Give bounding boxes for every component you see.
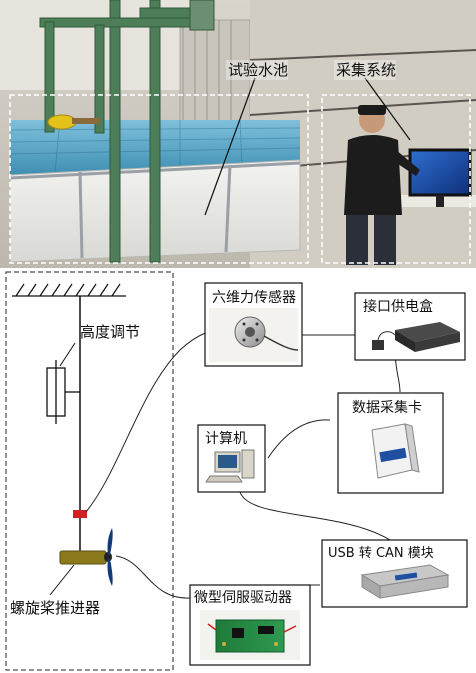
- acquisition-dashed-box: [321, 94, 471, 264]
- operator-figure: [344, 105, 420, 265]
- lab-photo: 试验水池 采集系统: [0, 0, 476, 268]
- schematic: 高度调节 螺旋桨推进器: [0, 268, 476, 673]
- rig-dashed-box: [5, 271, 174, 671]
- power-box-label: 接口供电盒: [363, 298, 433, 315]
- six-axis-sensor-label: 六维力传感器: [212, 289, 296, 306]
- frame-green: [39, 0, 215, 263]
- computer-label: 计算机: [205, 431, 247, 447]
- propeller-label: 螺旋桨推进器: [10, 599, 100, 617]
- servo-driver-box: 微型伺服驱动器: [189, 584, 311, 666]
- cable-daq-computer: [267, 419, 331, 459]
- cable-propeller-servo: [115, 555, 191, 599]
- height-adjust-label: 高度调节: [80, 323, 140, 341]
- usb-can-label: USB 转 CAN 模块: [328, 546, 434, 561]
- propeller-thruster: [59, 528, 113, 586]
- daq-card-box: 数据采集卡: [337, 392, 444, 494]
- power-box: 接口供电盒: [354, 292, 466, 361]
- six-axis-sensor-box: 六维力传感器: [204, 282, 303, 367]
- red-connector: [73, 510, 87, 518]
- daq-card-label: 数据采集卡: [352, 399, 422, 416]
- ceiling-support: [12, 283, 126, 297]
- pool-dashed-box: [9, 94, 309, 264]
- servo-driver-label: 微型伺服驱动器: [194, 590, 292, 606]
- pool-label: 试验水池: [228, 61, 288, 79]
- usb-can-box: USB 转 CAN 模块: [321, 539, 468, 608]
- acquisition-label: 采集系统: [336, 61, 396, 79]
- cable-computer-usbcan: [239, 491, 391, 541]
- computer-box: 计算机: [197, 424, 266, 493]
